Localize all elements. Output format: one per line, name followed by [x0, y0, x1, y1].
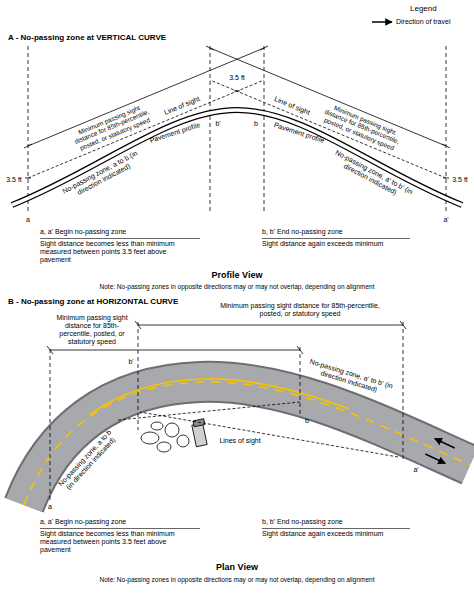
profile-view [12, 46, 462, 239]
point-letter: b [305, 417, 309, 425]
caption-text: Sight distance becomes less than minimum… [40, 240, 190, 264]
caption-text: Sight distance becomes less than minimum… [40, 530, 190, 554]
legend-heading: Legend [410, 4, 437, 13]
sight-line-label: Line of sight [273, 95, 311, 117]
caption-text: Sight distance again exceeds minimum [262, 530, 383, 538]
plan-view [24, 321, 472, 529]
caption-heading: a, a' Begin no-passing zone [40, 518, 126, 526]
point-letter: a' [413, 466, 418, 474]
zone-label: No-passing zone, a to b (in direction in… [58, 148, 145, 204]
sight-line-label: Lines of sight [219, 437, 260, 445]
caption-heading: a, a' Begin no-passing zone [40, 228, 126, 236]
dimension-label: Minimum passing sight distance for 85th-… [316, 99, 408, 154]
point-letter: a [26, 216, 30, 224]
height-label: 3.5 ft [229, 74, 245, 82]
legend-arrow [372, 21, 392, 23]
point-letter: b' [215, 120, 220, 128]
sight-line-label: Line of sight [163, 95, 201, 117]
zone-label: No-passing zone, a' to b' (in direction … [328, 148, 415, 204]
note: Note: No-passing zones in opposite direc… [100, 283, 375, 290]
pavement-label: Pavement profile [273, 121, 325, 145]
height-label: 3.5 ft [452, 176, 468, 184]
dimension-label: Minimum passing sight distance for 85th-… [54, 314, 130, 346]
note: Note: No-passing zones in opposite direc… [100, 576, 375, 583]
pavement-label: Pavement profile [149, 121, 201, 145]
legend-text: Direction of travel [396, 18, 450, 26]
caption-text: Sight distance again exceeds minimum [262, 240, 383, 248]
caption-heading: b, b' End no-passing zone [262, 518, 343, 526]
height-label: 3.5 ft [6, 176, 22, 184]
zone-label: No-passing zone, a' to b' (in direction … [305, 357, 396, 399]
view-title: Profile View [212, 270, 263, 280]
view-title: Plan View [216, 562, 258, 572]
caption-heading: b, b' End no-passing zone [262, 228, 343, 236]
dimension-label: Minimum passing sight distance for 85th-… [210, 302, 390, 318]
zone-label: No-passing zone, a to b (in direction in… [55, 426, 121, 495]
point-letter: b [254, 120, 258, 128]
point-letter: a [48, 503, 52, 511]
dimension-label: Minimum passing sight distance for 85th-… [66, 99, 158, 154]
point-letter: a' [443, 216, 448, 224]
point-letter: b' [128, 358, 133, 366]
panel-title: A - No-passing zone at VERTICAL CURVE [8, 33, 166, 42]
panel-title: B - No-passing zone at HORIZONTAL CURVE [8, 297, 178, 306]
